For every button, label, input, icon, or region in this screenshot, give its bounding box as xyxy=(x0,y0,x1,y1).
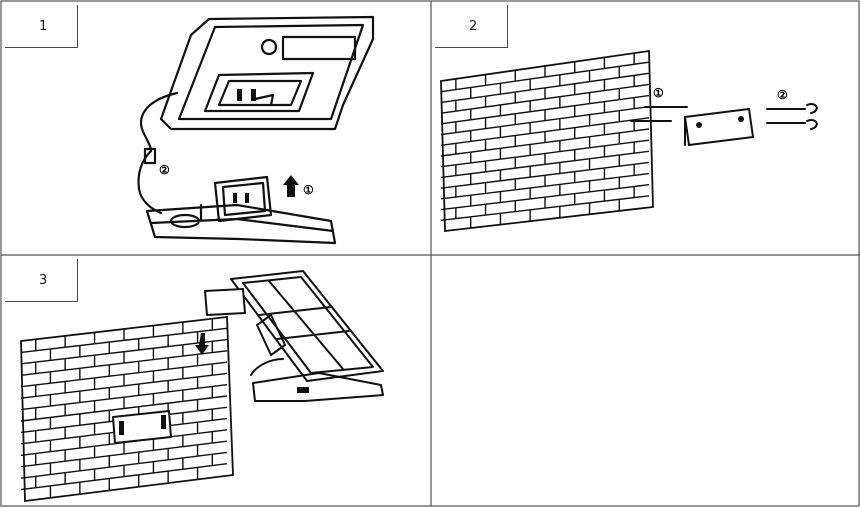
panel-empty xyxy=(431,255,860,506)
callout-2: ② xyxy=(159,163,170,177)
step-badge: 1 xyxy=(5,5,78,48)
panel-step-2: 2 ① ② xyxy=(431,1,860,255)
callout-1: ① xyxy=(653,86,664,100)
step-badge: 2 xyxy=(435,5,508,48)
step-number: 2 xyxy=(469,19,478,34)
panel-step-3: 3 xyxy=(1,255,431,506)
illustration-mount-bracket: ② ① xyxy=(137,15,375,245)
illustration-wall-screws: ① ② xyxy=(440,49,818,233)
panel-step-1: 1 xyxy=(1,1,431,255)
illustration-attach-panel xyxy=(20,270,384,503)
step-badge: 3 xyxy=(5,259,78,302)
callout-2: ② xyxy=(777,88,788,102)
callout-1: ① xyxy=(303,183,314,197)
step-number: 3 xyxy=(39,273,48,288)
step-number: 1 xyxy=(39,19,48,34)
